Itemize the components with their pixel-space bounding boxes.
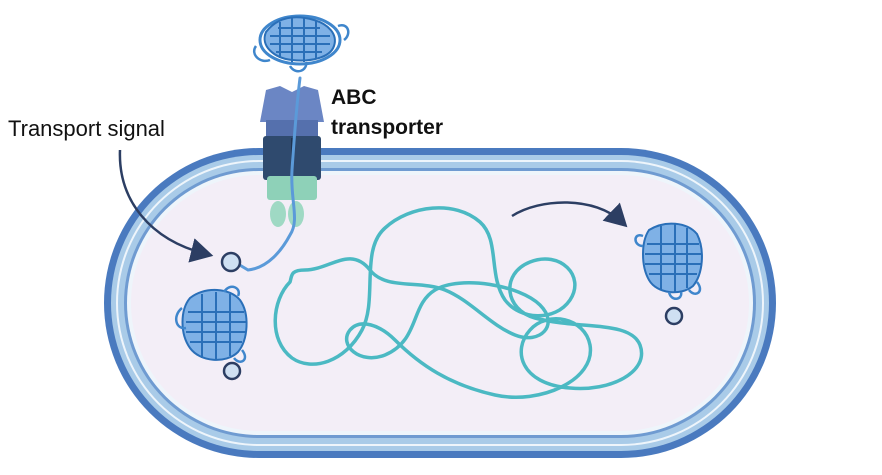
cell-envelope (104, 148, 776, 458)
exported-protein-icon (236, 14, 350, 272)
export-arrow-icon (511, 201, 628, 228)
protein-barrel-icon-right (634, 222, 703, 300)
signal-peptide-icon (220, 251, 242, 273)
signal-arrow-icon (118, 149, 214, 263)
abc-transporter-label-line2: transporter (331, 116, 444, 139)
abc-transporter-label-line1: ABC (331, 86, 377, 109)
dna-strand (273, 206, 644, 399)
cytoplasm (131, 175, 749, 431)
transport-signal-label: Transport signal (8, 116, 165, 141)
signal-peptide-icon-right (664, 306, 684, 326)
signal-peptide-icon-left (222, 361, 242, 381)
protein-barrel-icon-left (174, 285, 248, 363)
abc-transporter-label: ABC transporter (331, 83, 443, 143)
abc-transporter-icon (260, 86, 324, 227)
